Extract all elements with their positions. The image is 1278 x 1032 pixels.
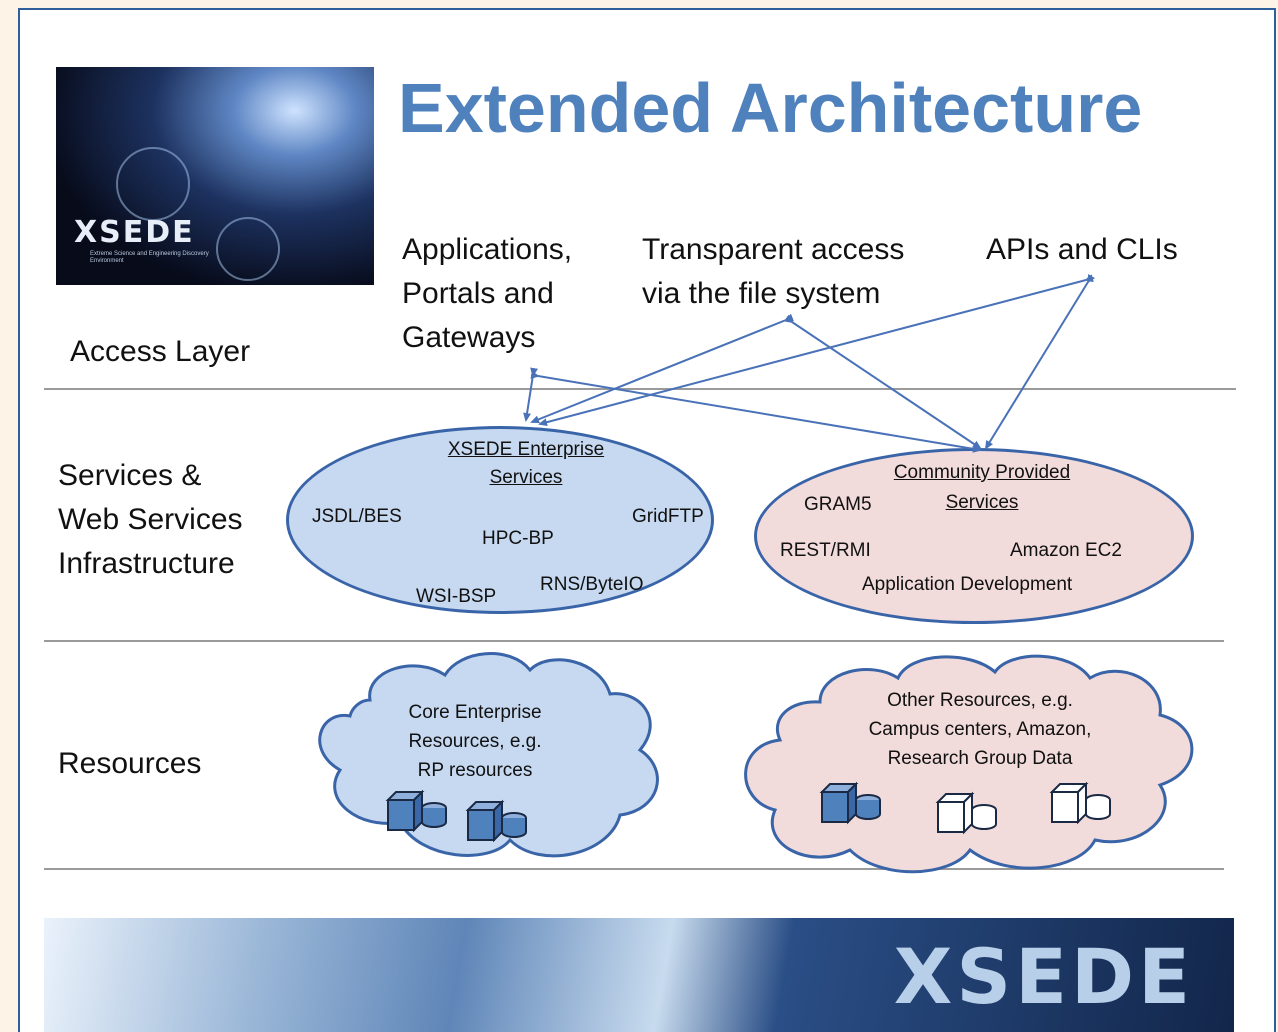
core-resources-line-1: Core Enterprise <box>408 702 542 723</box>
arrow-transparent-xsede <box>530 313 794 424</box>
other-resources-text: Other Resources, e.g. Campus centers, Am… <box>830 686 1130 773</box>
other-resources-line-1: Other Resources, e.g. <box>887 690 1073 711</box>
access-item-apis: APIs and CLIs <box>986 233 1178 266</box>
xsede-services-title: XSEDE Enterprise Services <box>426 436 626 492</box>
xsede-banner: XSEDE <box>44 918 1234 1032</box>
services-label-line-3: Infrastructure <box>58 547 235 580</box>
arrow-apis-community <box>984 273 1096 450</box>
arrow-apis-xsede <box>538 274 1094 427</box>
community-services-title: Community Provided Services <box>872 458 1092 518</box>
divider-resources <box>44 868 1224 870</box>
xsede-title-line-1: XSEDE Enterprise <box>447 439 605 460</box>
service-gram5: GRAM5 <box>804 494 872 515</box>
logo-tagline: Extreme Science and Engineering Discover… <box>90 251 209 264</box>
layer-label-resources: Resources <box>58 747 202 780</box>
service-gridftp: GridFTP <box>632 506 704 527</box>
services-label-line-2: Web Services <box>58 503 243 536</box>
access-transparent-line-1: Transparent access <box>642 233 905 266</box>
access-apps-line-2: Portals and <box>402 277 554 310</box>
access-item-applications: Applications, Portals and Gateways <box>402 228 572 360</box>
arrow-apps-xsede <box>523 367 539 422</box>
service-application-development: Application Development <box>862 574 1073 595</box>
logo-brand: XSEDE <box>74 215 195 250</box>
service-rest-rmi: REST/RMI <box>780 540 871 561</box>
divider-services <box>44 640 1224 642</box>
other-server-icons <box>819 781 1111 835</box>
core-server-icons <box>385 789 527 843</box>
community-title-line-1: Community Provided <box>893 462 1071 483</box>
access-apps-line-1: Applications, <box>402 233 573 266</box>
slide: XSEDE Extreme Science and Engineering Di… <box>18 8 1276 1032</box>
page-title: Extended Architecture <box>398 69 1143 147</box>
layer-label-services: Services & Web Services Infrastructure <box>58 454 243 586</box>
banner-brand: XSEDE <box>893 932 1194 1021</box>
xsede-title-line-2: Services <box>489 467 563 488</box>
core-resources-line-3: RP resources <box>417 760 533 781</box>
access-apps-line-3: Gateways <box>402 321 536 354</box>
community-title-line-2: Services <box>945 492 1019 513</box>
service-jsdl-bes: JSDL/BES <box>312 506 402 527</box>
arrow-transparent-community <box>783 314 982 450</box>
service-wsi-bsp: WSI-BSP <box>416 586 497 607</box>
xsede-enterprise-services-ellipse <box>286 426 714 614</box>
layer-label-access: Access Layer <box>70 335 251 368</box>
service-hpc-bp: HPC-BP <box>482 528 554 549</box>
core-resources-text: Core Enterprise Resources, e.g. RP resou… <box>360 698 590 785</box>
service-rns-byteio: RNS/ByteIO <box>540 574 644 595</box>
community-services-ellipse <box>754 448 1194 624</box>
core-resources-line-2: Resources, e.g. <box>408 731 542 752</box>
other-resources-line-3: Research Group Data <box>887 748 1073 769</box>
xsede-logo: XSEDE Extreme Science and Engineering Di… <box>56 67 374 285</box>
diagram-graphics <box>318 273 1194 874</box>
service-amazon-ec2: Amazon EC2 <box>1010 540 1122 561</box>
services-label-line-1: Services & <box>58 459 202 492</box>
other-resources-line-2: Campus centers, Amazon, <box>868 719 1092 740</box>
